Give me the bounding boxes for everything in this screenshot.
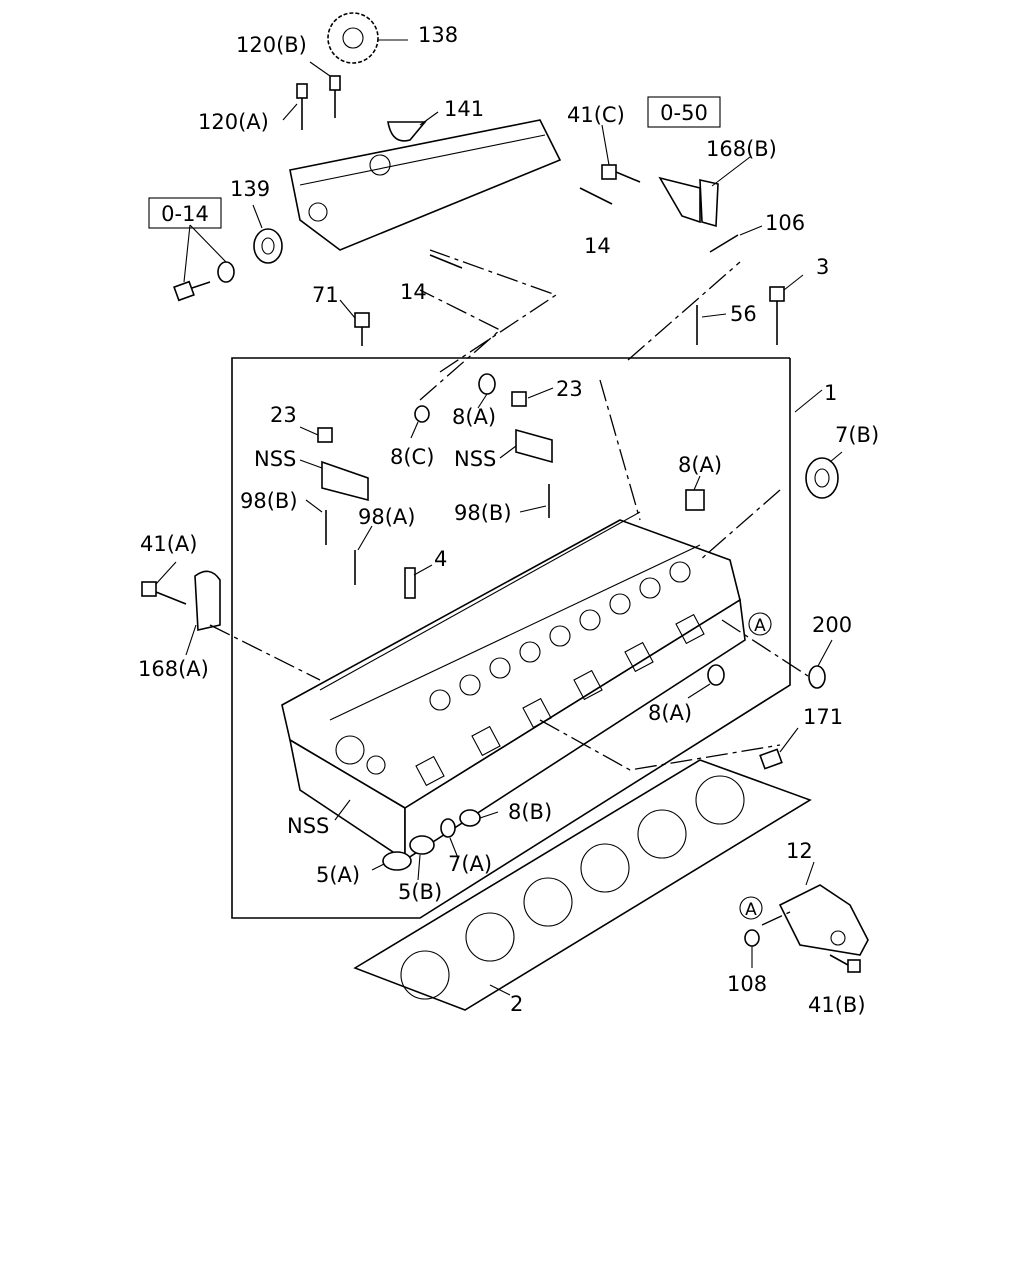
- bolt-120a: [296, 83, 308, 130]
- sensor-106: [709, 234, 739, 253]
- plate-168b: [699, 178, 719, 228]
- callout-168b: 168(B): [706, 137, 777, 161]
- callout-98a: 98(A): [358, 505, 415, 529]
- callout-nss-mid: NSS: [454, 447, 496, 471]
- assembly-frame: [231, 357, 791, 919]
- ref-box-0-50-frame: [647, 96, 721, 128]
- callout-7a: 7(A): [448, 852, 492, 876]
- callout-3: 3: [816, 255, 829, 279]
- camshaft-carrier: [289, 119, 562, 251]
- o-ring-200: [808, 665, 826, 689]
- bolt-41c: [601, 164, 641, 183]
- ref-box-0-14-frame: [148, 197, 222, 229]
- callout-1: 1: [824, 381, 837, 405]
- seal-7b: [805, 457, 839, 499]
- plug-8a-right: [685, 489, 705, 511]
- callout-56: 56: [730, 302, 757, 326]
- plug-139: [253, 228, 283, 264]
- plug-8a-top: [478, 373, 496, 395]
- o-ring-108: [744, 929, 760, 947]
- bolt-41b: [829, 954, 861, 973]
- leader-lines: [155, 39, 843, 996]
- callout-14-lower: 14: [400, 280, 427, 304]
- callout-8a-right: 8(A): [678, 453, 722, 477]
- bracket-12: [778, 884, 869, 956]
- bolt-71: [354, 312, 370, 346]
- callout-106: 106: [765, 211, 805, 235]
- callout-41c: 41(C): [567, 103, 625, 127]
- ref-box-0-14: 0-14: [161, 202, 209, 226]
- mark-a-bracket: A: [745, 900, 757, 920]
- callout-71: 71: [312, 283, 339, 307]
- plug-8c: [414, 405, 430, 423]
- callout-5a: 5(A): [316, 863, 360, 887]
- callout-200: 200: [812, 613, 852, 637]
- callout-98b-left: 98(B): [240, 489, 298, 513]
- callout-8b: 8(B): [508, 800, 552, 824]
- mark-a-head: A: [754, 616, 766, 636]
- callout-141: 141: [444, 97, 484, 121]
- callout-23-mid: 23: [556, 377, 583, 401]
- callout-4: 4: [434, 547, 447, 571]
- bolt-41a: [141, 581, 187, 605]
- seal-7a: [440, 818, 456, 838]
- callout-139: 139: [230, 177, 270, 201]
- plug-8b: [459, 809, 481, 827]
- cylinder-head: [281, 511, 746, 862]
- bolt-3: [769, 286, 785, 345]
- callout-7b: 7(B): [835, 423, 879, 447]
- plug-8a-low: [707, 664, 725, 686]
- callout-8c: 8(C): [390, 445, 434, 469]
- callout-8a-top: 8(A): [452, 405, 496, 429]
- callout-98b-mid: 98(B): [454, 501, 512, 525]
- bolt-0-14: [173, 261, 235, 302]
- callout-168a: 168(A): [138, 657, 209, 681]
- callout-108: 108: [727, 972, 767, 996]
- seal-5b: [409, 835, 435, 855]
- callout-12: 12: [786, 839, 813, 863]
- plate-168a: [194, 570, 221, 631]
- bearing-cap-left: [317, 427, 369, 502]
- callout-41b: 41(B): [808, 993, 866, 1017]
- dowel-4: [404, 567, 416, 599]
- callout-nss-low: NSS: [287, 814, 329, 838]
- callout-120b: 120(B): [236, 33, 307, 57]
- bolt-120b: [329, 75, 341, 118]
- mark-a-head-circle: [748, 612, 772, 636]
- callout-2: 2: [510, 992, 523, 1016]
- callout-14-right: 14: [584, 234, 611, 258]
- callout-171: 171: [803, 705, 843, 729]
- gear-138: [327, 12, 379, 64]
- callout-5b: 5(B): [398, 880, 442, 904]
- head-gasket-2: [353, 759, 812, 1011]
- callout-23-left: 23: [270, 403, 297, 427]
- half-moon-seal-141: [387, 121, 427, 142]
- stud-14-right: [579, 187, 613, 205]
- callout-nss-left: NSS: [254, 447, 296, 471]
- callout-41a: 41(A): [140, 532, 197, 556]
- callout-labels: 138 120(B) 120(A) 141 41(C) 168(B) 139 1…: [138, 23, 879, 1017]
- seal-5a: [382, 851, 412, 871]
- plug-171: [759, 748, 783, 770]
- callout-120a: 120(A): [198, 110, 269, 134]
- bracket-0-50: [658, 176, 701, 224]
- mark-a-bracket-circle: [739, 896, 763, 920]
- stud-14-lower: [429, 254, 463, 269]
- bearing-cap-mid: [511, 391, 553, 464]
- callout-8a-low: 8(A): [648, 701, 692, 725]
- ref-box-0-50: 0-50: [660, 101, 708, 125]
- callout-138: 138: [418, 23, 458, 47]
